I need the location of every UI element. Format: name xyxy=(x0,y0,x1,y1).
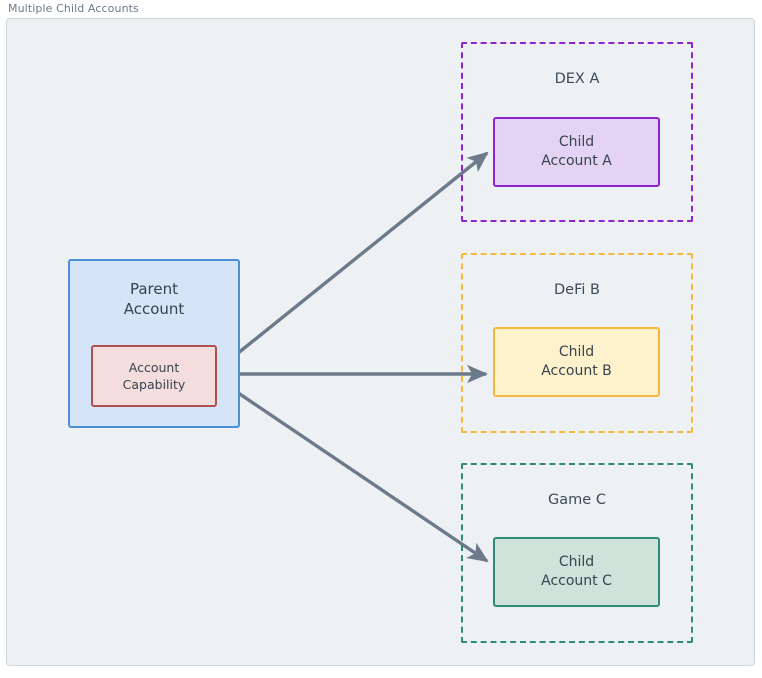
group-game-c-label: Game C xyxy=(548,492,606,508)
child-account-c-label-line2: Account C xyxy=(541,573,612,589)
child-account-b-node[interactable]: Child Account B xyxy=(493,327,660,397)
child-account-a-node[interactable]: Child Account A xyxy=(493,117,660,187)
group-dex-a-label: DEX A xyxy=(554,71,600,87)
parent-account-label-line2: Account xyxy=(123,300,185,319)
account-capability-node[interactable]: Account Capability xyxy=(91,345,217,407)
group-defi-b[interactable]: DeFi B xyxy=(461,253,693,433)
group-defi-b-label: DeFi B xyxy=(554,282,600,298)
diagram-title: Multiple Child Accounts xyxy=(8,2,139,15)
group-dex-a[interactable]: DEX A xyxy=(461,42,693,222)
child-account-a-label-line1: Child xyxy=(558,133,595,150)
child-account-c-label-line1: Child xyxy=(558,553,595,570)
account-capability-label-line2: Capability xyxy=(122,377,186,392)
child-account-b-label-line1: Child xyxy=(558,343,595,360)
child-account-b-label-line2: Account B xyxy=(541,363,612,379)
group-game-c[interactable]: Game C xyxy=(461,463,693,643)
child-account-a-label-line2: Account A xyxy=(541,153,612,169)
child-account-c-node[interactable]: Child Account C xyxy=(493,537,660,607)
parent-account-label-line1: Parent xyxy=(129,280,179,298)
account-capability-label-line1: Account xyxy=(128,359,180,375)
